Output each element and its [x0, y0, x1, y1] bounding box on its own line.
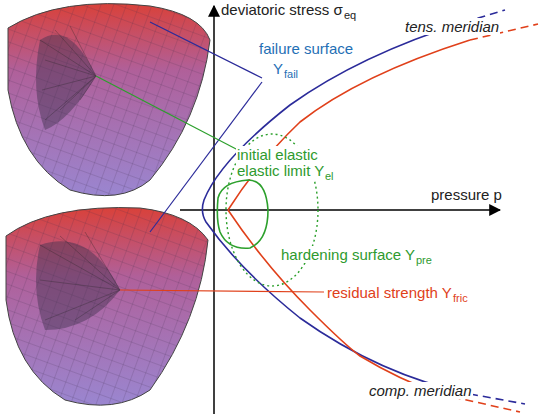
- axis-label: pressure p: [430, 186, 503, 203]
- hardening-curve: [226, 134, 318, 286]
- subscript: fric: [453, 292, 468, 304]
- subscript: fail: [284, 68, 298, 80]
- leader-line: [120, 290, 324, 292]
- axis-label: comp. meridian: [368, 382, 473, 399]
- residual-curve-dashed: [440, 24, 538, 412]
- failure-curve-dashed: [465, 10, 525, 404]
- failure-curve: [202, 22, 470, 394]
- failure-surface-3d: [8, 4, 210, 196]
- axis-label: failure surface: [258, 40, 354, 57]
- elastic-limit-curve: [217, 180, 268, 248]
- subscript: eq: [344, 9, 356, 21]
- axis-label: deviatoric stress σ: [220, 1, 344, 18]
- subscript: pre: [416, 254, 432, 266]
- residual-surface-3d: [6, 208, 208, 406]
- axis-label: hardening surface Y: [280, 246, 416, 263]
- residual-curve: [228, 40, 470, 394]
- axis-label: Y: [272, 60, 284, 77]
- axis-label: initial elastic: [236, 146, 319, 163]
- axis-label: residual strength Y: [326, 284, 453, 301]
- axis-label: elastic limit Y: [236, 162, 325, 179]
- axis-label: tens. meridian: [404, 18, 500, 35]
- leader-line: [150, 22, 262, 78]
- leader-line: [96, 76, 238, 150]
- subscript: el: [325, 170, 334, 182]
